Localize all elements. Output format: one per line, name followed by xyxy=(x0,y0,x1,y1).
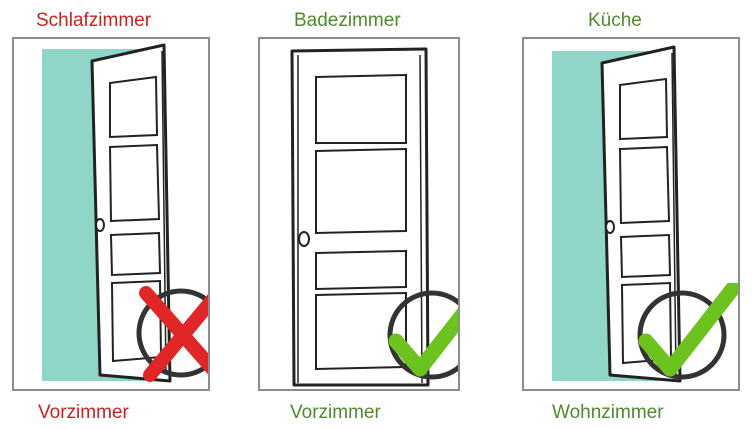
bottom-label-panel-1: Vorzimmer xyxy=(38,402,129,424)
check-mark-icon xyxy=(380,283,460,383)
door-panel-badezimmer xyxy=(258,37,460,391)
top-label-schlafzimmer: Schlafzimmer xyxy=(36,10,151,32)
check-mark-icon xyxy=(630,283,740,383)
bottom-label-panel-2: Vorzimmer xyxy=(290,402,381,424)
bottom-label-panel-3: Wohnzimmer xyxy=(552,402,664,424)
top-label-badezimmer: Badezimmer xyxy=(294,10,401,32)
x-mark-icon xyxy=(126,283,210,383)
door-panel-kueche xyxy=(522,37,740,391)
top-label-kueche: Küche xyxy=(588,10,642,32)
door-panel-schlafzimmer xyxy=(12,37,210,391)
